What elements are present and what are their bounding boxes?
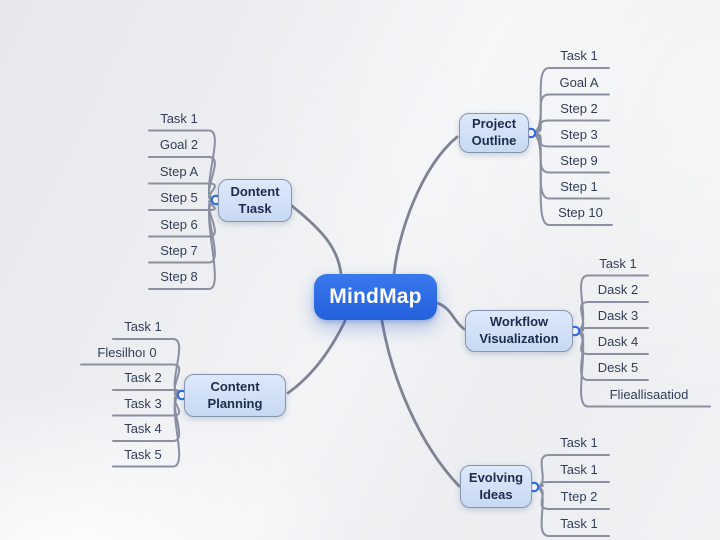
branch-node-project-outline[interactable]: Project Outline bbox=[459, 113, 529, 153]
child-node[interactable]: Task 4 bbox=[124, 421, 162, 436]
child-node[interactable]: Step 2 bbox=[560, 100, 598, 116]
child-connector bbox=[148, 199, 217, 290]
child-node[interactable]: Task 1 bbox=[124, 319, 162, 334]
child-node[interactable]: Step 10 bbox=[558, 205, 603, 220]
branch-node-evolving-ideas[interactable]: Evolving Ideas bbox=[460, 465, 532, 508]
edge-root-to-content-planning bbox=[286, 319, 347, 395]
child-connector bbox=[112, 394, 183, 468]
child-connector bbox=[530, 93, 610, 134]
child-node[interactable]: Task 1 bbox=[560, 516, 598, 531]
child-node[interactable]: Ttep 2 bbox=[560, 489, 598, 504]
child-node[interactable]: Task 1 bbox=[599, 255, 637, 271]
child-node[interactable]: Step 7 bbox=[160, 242, 198, 258]
edge-root-to-workflow-visualization bbox=[435, 301, 466, 331]
child-node[interactable]: Desk 5 bbox=[597, 360, 639, 375]
child-node[interactable]: Goal A bbox=[559, 74, 599, 90]
child-node[interactable]: Goal 2 bbox=[159, 137, 199, 152]
child-connector bbox=[574, 330, 711, 408]
child-node[interactable]: Dask 4 bbox=[597, 334, 639, 349]
child-node[interactable]: Dask 2 bbox=[597, 282, 639, 297]
branch-node-dontent-task[interactable]: Dontent Tıask bbox=[218, 179, 292, 222]
child-node[interactable]: Step 9 bbox=[560, 152, 598, 168]
child-node[interactable]: Task 1 bbox=[560, 435, 598, 450]
branch-node-content-planning[interactable]: Content Planning bbox=[184, 374, 286, 417]
child-connector bbox=[530, 132, 613, 226]
child-node[interactable]: Step 6 bbox=[160, 216, 198, 232]
edge-root-to-project-outline bbox=[392, 135, 459, 276]
child-node[interactable]: Task 2 bbox=[124, 370, 162, 385]
child-connector bbox=[530, 67, 610, 134]
child-node[interactable]: Task 3 bbox=[124, 395, 162, 411]
child-node[interactable]: Dask 3 bbox=[597, 308, 639, 323]
child-node[interactable]: Task 5 bbox=[124, 446, 162, 462]
child-connector bbox=[112, 389, 183, 396]
child-node[interactable]: Task 1 bbox=[560, 462, 598, 477]
child-connector bbox=[574, 327, 649, 332]
child-node[interactable]: Flesilhoı 0 bbox=[97, 344, 157, 360]
child-node[interactable]: Step 1 bbox=[560, 178, 598, 194]
child-node[interactable]: Task 1 bbox=[560, 48, 598, 63]
child-connector bbox=[533, 481, 610, 488]
child-node[interactable]: Step 3 bbox=[560, 126, 598, 142]
edge-root-to-evolving-ideas bbox=[380, 319, 461, 488]
child-node[interactable]: Step 8 bbox=[160, 269, 198, 284]
child-node[interactable]: Task 1 bbox=[160, 110, 198, 126]
edge-root-to-dontent-task bbox=[290, 204, 343, 276]
child-node[interactable]: Flieallisaatiod bbox=[609, 386, 689, 402]
child-connector bbox=[533, 486, 610, 537]
child-node[interactable]: Step 5 bbox=[160, 190, 198, 205]
branch-node-workflow-visualization[interactable]: Workflow Visualization bbox=[465, 310, 573, 352]
root-node[interactable]: MindMap bbox=[314, 274, 437, 320]
child-node[interactable]: Step A bbox=[159, 163, 199, 179]
